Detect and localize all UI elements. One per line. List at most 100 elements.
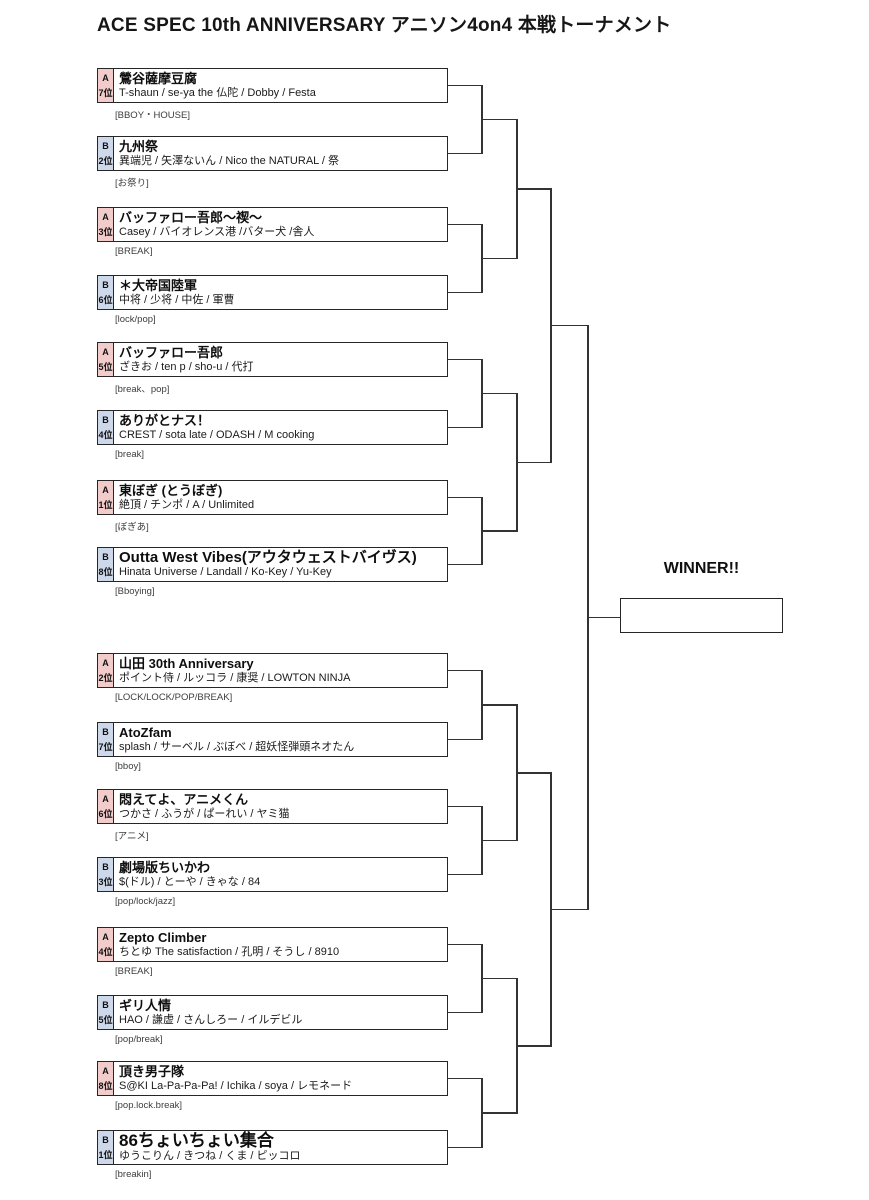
genre-tag: [break、pop]: [115, 384, 170, 395]
seed-rank: 4位: [98, 947, 113, 957]
bracket-line: [448, 805, 482, 808]
team-name: バッファロー吾郎: [119, 345, 224, 360]
bracket-line: [551, 324, 588, 327]
winner-box: [620, 598, 783, 633]
team-main: 悶えてよ、アニメくん つかさ / ふうが / ぱーれい / ヤミ猫: [114, 790, 447, 823]
team-slot: A 7位 鶯谷薩摩豆腐 T-shaun / se-ya the 仏陀 / Dob…: [97, 68, 448, 121]
team-name: 九州祭: [119, 139, 159, 154]
seed-rank: 2位: [98, 156, 113, 166]
seed-block: A 3位: [98, 208, 114, 241]
team-members: S@KI La-Pa-Pa-Pa! / Ichika / soya / レモネー…: [119, 1080, 353, 1092]
bracket-line: [448, 669, 482, 672]
block-letter: B: [102, 1135, 109, 1145]
genre-tag: [BREAK]: [115, 966, 153, 977]
team-slot: B 8位 Outta West Vibes(アウタウェストバイヴス) Hinat…: [97, 547, 448, 597]
team-main: 東ぼぎ (とうぼぎ) 絶頂 / チンポ / A / Unlimited: [114, 481, 447, 514]
team-box: B 2位 九州祭 異端児 / 矢澤ないん / Nico the NATURAL …: [97, 136, 448, 171]
seed-rank: 7位: [98, 88, 113, 98]
team-box: A 6位 悶えてよ、アニメくん つかさ / ふうが / ぱーれい / ヤミ猫: [97, 789, 448, 824]
team-main: 劇場版ちいかわ $(ドル) / とーや / きゃな / 84: [114, 858, 447, 891]
block-letter: A: [102, 347, 109, 357]
block-letter: A: [102, 658, 109, 668]
bracket-line: [482, 257, 517, 260]
team-members: splash / サーベル / ぶぼべ / 超妖怪弾頭ネオたん: [119, 741, 355, 753]
genre-tag: [bboy]: [115, 761, 141, 772]
seed-rank: 2位: [98, 673, 113, 683]
team-box: A 7位 鶯谷薩摩豆腐 T-shaun / se-ya the 仏陀 / Dob…: [97, 68, 448, 103]
team-members: Casey / バイオレンス港 /バター犬 /舎人: [119, 226, 315, 238]
team-main: ギリ人情 HAO / 謙虚 / さんしろー / イルデビル: [114, 996, 447, 1029]
team-members: CREST / sota late / ODASH / M cooking: [119, 429, 315, 441]
bracket-line: [482, 704, 517, 706]
team-box: A 2位 山田 30th Anniversary ポイント侍 / ルッコラ / …: [97, 653, 448, 688]
block-letter: B: [102, 141, 109, 151]
page-title: ACE SPEC 10th ANNIVERSARY アニソン4on4 本戦トーナ…: [97, 15, 672, 36]
team-slot: B 6位 ＊大帝国陸軍 中将 / 少将 / 中佐 / 軍曹 [lock/pop]: [97, 275, 448, 325]
bracket-line: [482, 839, 517, 842]
team-slot: A 6位 悶えてよ、アニメくん つかさ / ふうが / ぱーれい / ヤミ猫 […: [97, 789, 448, 842]
team-slot: B 7位 AtoZfam splash / サーベル / ぶぼべ / 超妖怪弾頭…: [97, 722, 448, 772]
genre-tag: [LOCK/LOCK/POP/BREAK]: [115, 692, 233, 703]
team-name: 頂き男子隊: [119, 1064, 185, 1079]
genre-tag: [pop.lock.break]: [115, 1100, 183, 1111]
team-members: つかさ / ふうが / ぱーれい / ヤミ猫: [119, 808, 290, 820]
team-main: 九州祭 異端児 / 矢澤ないん / Nico the NATURAL / 祭: [114, 137, 447, 170]
genre-tag: [lock/pop]: [115, 314, 156, 325]
team-box: B 3位 劇場版ちいかわ $(ドル) / とーや / きゃな / 84: [97, 857, 448, 892]
bracket-line: [448, 358, 482, 361]
seed-rank: 8位: [98, 1081, 113, 1091]
seed-block: A 2位: [98, 654, 114, 687]
block-letter: B: [102, 862, 109, 872]
bracket-line: [448, 738, 482, 741]
seed-block: A 6位: [98, 790, 114, 823]
winner-label: WINNER!!: [663, 560, 740, 577]
seed-block: A 8位: [98, 1062, 114, 1095]
bracket-line: [448, 1146, 482, 1149]
block-letter: B: [102, 727, 109, 737]
genre-tag: [break]: [115, 449, 145, 460]
team-main: バッファロー吾郎 ざきお / ten p / sho-u / 代打: [114, 343, 447, 376]
seed-rank: 8位: [98, 567, 113, 577]
team-name: AtoZfam: [119, 725, 172, 740]
team-slot: B 1位 86ちょいちょい集合 ゆうこりん / きつね / くま / ピッコロ …: [97, 1130, 448, 1180]
genre-tag: [ぼぎあ]: [115, 522, 149, 533]
seed-block: A 5位: [98, 343, 114, 376]
bracket-line: [448, 1077, 482, 1080]
team-name: 劇場版ちいかわ: [119, 860, 211, 875]
team-slot: B 3位 劇場版ちいかわ $(ドル) / とーや / きゃな / 84 [pop…: [97, 857, 448, 907]
seed-rank: 5位: [98, 1015, 113, 1025]
seed-block: B 2位: [98, 137, 114, 170]
team-slot: B 4位 ありがとナス！ CREST / sota late / ODASH /…: [97, 410, 448, 460]
genre-tag: [Bboying]: [115, 586, 155, 597]
block-letter: B: [102, 1000, 109, 1010]
team-name: ありがとナス！: [119, 413, 211, 428]
seed-block: B 4位: [98, 411, 114, 444]
seed-rank: 6位: [98, 809, 113, 819]
team-name: 東ぼぎ (とうぼぎ): [119, 483, 223, 498]
team-main: ありがとナス！ CREST / sota late / ODASH / M co…: [114, 411, 447, 444]
bracket-line: [482, 977, 517, 980]
genre-tag: [pop/break]: [115, 1034, 163, 1045]
team-name: 鶯谷薩摩豆腐: [119, 71, 198, 86]
bracket-line: [517, 1045, 551, 1047]
bracket-line: [517, 188, 551, 190]
block-letter: A: [102, 212, 109, 222]
team-box: B 5位 ギリ人情 HAO / 謙虚 / さんしろー / イルデビル: [97, 995, 448, 1030]
team-members: ゆうこりん / きつね / くま / ピッコロ: [119, 1150, 301, 1162]
genre-tag: [BREAK]: [115, 246, 153, 257]
team-main: Outta West Vibes(アウタウェストバイヴス) Hinata Uni…: [114, 548, 447, 581]
team-name: ＊大帝国陸軍: [119, 278, 198, 293]
team-name: Zepto Climber: [119, 930, 207, 945]
bracket-line: [448, 873, 482, 876]
seed-rank: 4位: [98, 430, 113, 440]
seed-block: B 3位: [98, 858, 114, 891]
seed-rank: 1位: [98, 500, 113, 510]
genre-tag: [お祭り]: [115, 178, 149, 189]
seed-block: B 8位: [98, 548, 114, 581]
team-members: 異端児 / 矢澤ないん / Nico the NATURAL / 祭: [119, 155, 340, 167]
bracket-line: [448, 152, 482, 155]
seed-rank: 6位: [98, 295, 113, 305]
team-members: ざきお / ten p / sho-u / 代打: [119, 361, 254, 373]
team-name: 悶えてよ、アニメくん: [119, 792, 249, 807]
